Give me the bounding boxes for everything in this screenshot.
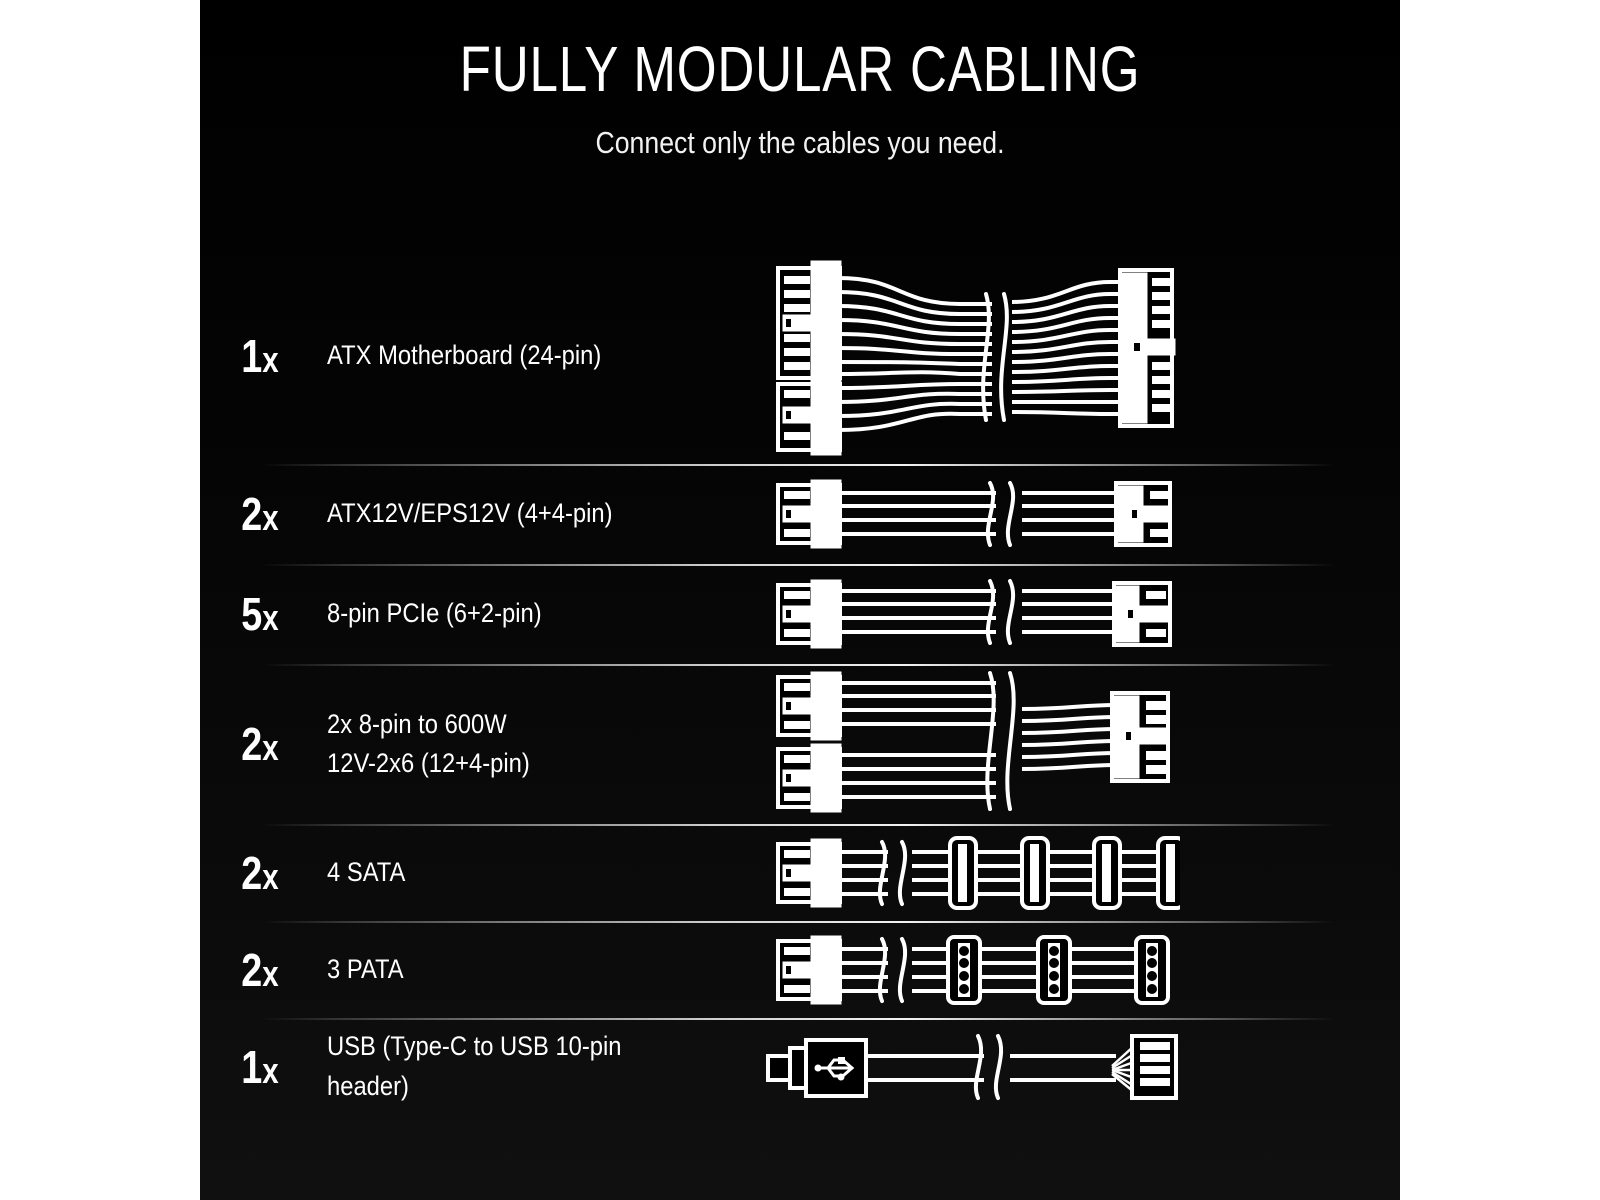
cable-label: 8-pin PCIe (6+2-pin) [320, 594, 698, 633]
sata-connector [1092, 835, 1122, 910]
cable-label-line-2: 12V-2x6 (12+4-pin) [327, 748, 530, 778]
row-divider [260, 564, 1335, 566]
cable-label: ATX12V/EPS12V (4+4-pin) [320, 494, 698, 533]
cable-quantity: 1x [241, 330, 279, 382]
usb-10pin-header [1130, 1033, 1178, 1100]
row-divider [260, 464, 1335, 466]
atx-24pin-cable-icon [750, 256, 1400, 456]
cable-label-line-1: 2x 8-pin to 600W [327, 708, 507, 739]
cable-row-pata: 2x 3 PATA [200, 921, 1400, 1018]
page-subtitle: Connect only the cables you need. [595, 125, 1005, 161]
header: FULLY MODULAR CABLING Connect only the c… [200, 33, 1400, 161]
cable-label-line-1: 3 PATA [327, 953, 404, 984]
row-divider [260, 824, 1335, 826]
row-divider [260, 664, 1335, 666]
usb-type-c-header-cable-icon [750, 1030, 1400, 1104]
molex-connector [946, 934, 982, 1005]
cable-row-pcie-8pin: 5x 8-pin PCIe (6+2-pin) [200, 564, 1400, 664]
pata-molex-cable-icon [750, 933, 1400, 1007]
cable-quantity: 2x [241, 488, 279, 540]
cable-quantity: 5x [241, 588, 279, 640]
row-divider [260, 921, 1335, 923]
cable-quantity: 2x [241, 718, 279, 770]
cable-row-atx-motherboard: 1x ATX Motherboard (24-pin) [200, 248, 1400, 464]
12v-2x6-600w-cable-icon [750, 669, 1400, 819]
cable-label-line-1: ATX Motherboard (24-pin) [327, 340, 602, 371]
cable-label-line-1: 8-pin PCIe (6+2-pin) [327, 598, 542, 629]
cable-label: ATX Motherboard (24-pin) [320, 336, 698, 375]
cable-label-line-1: 4 SATA [327, 856, 406, 887]
atx12v-eps12v-cable-icon [750, 477, 1400, 551]
cable-label: 2x 8-pin to 600W 12V-2x6 (12+4-pin) [320, 705, 698, 783]
row-divider [260, 1018, 1335, 1020]
cable-label-line-1: ATX12V/EPS12V (4+4-pin) [327, 498, 613, 529]
usb-type-c-plug [766, 1037, 868, 1098]
page-title: FULLY MODULAR CABLING [459, 33, 1141, 105]
cable-label: 4 SATA [320, 853, 698, 892]
pcie-8pin-cable-icon [750, 577, 1400, 651]
sata-connector [948, 835, 978, 910]
cable-list: 1x ATX Motherboard (24-pin) [200, 248, 1400, 1115]
cable-row-12v-2x6: 2x 2x 8-pin to 600W 12V-2x6 (12+4-pin) [200, 664, 1400, 824]
cable-quantity: 2x [241, 846, 279, 899]
cable-row-atx12v-eps12v: 2x ATX12V/EPS12V (4+4-pin) [200, 464, 1400, 564]
cable-quantity: 2x [241, 943, 279, 996]
molex-connector [1134, 934, 1170, 1005]
sata-connector [1020, 835, 1050, 910]
sata-connector [1156, 835, 1180, 910]
sata-cable-icon [750, 835, 1400, 910]
molex-connector [1036, 934, 1072, 1005]
cabling-panel: FULLY MODULAR CABLING Connect only the c… [200, 0, 1400, 1200]
cable-row-usb: 1x USB (Type-C to USB 10-pin header) [200, 1018, 1400, 1115]
cable-label: 3 PATA [320, 950, 698, 989]
cable-label-line-1: USB (Type-C to USB 10-pin header) [327, 1031, 622, 1101]
cable-label: USB (Type-C to USB 10-pin header) [320, 1027, 698, 1105]
cable-row-sata: 2x 4 SATA [200, 824, 1400, 921]
cable-quantity: 1x [241, 1040, 279, 1093]
